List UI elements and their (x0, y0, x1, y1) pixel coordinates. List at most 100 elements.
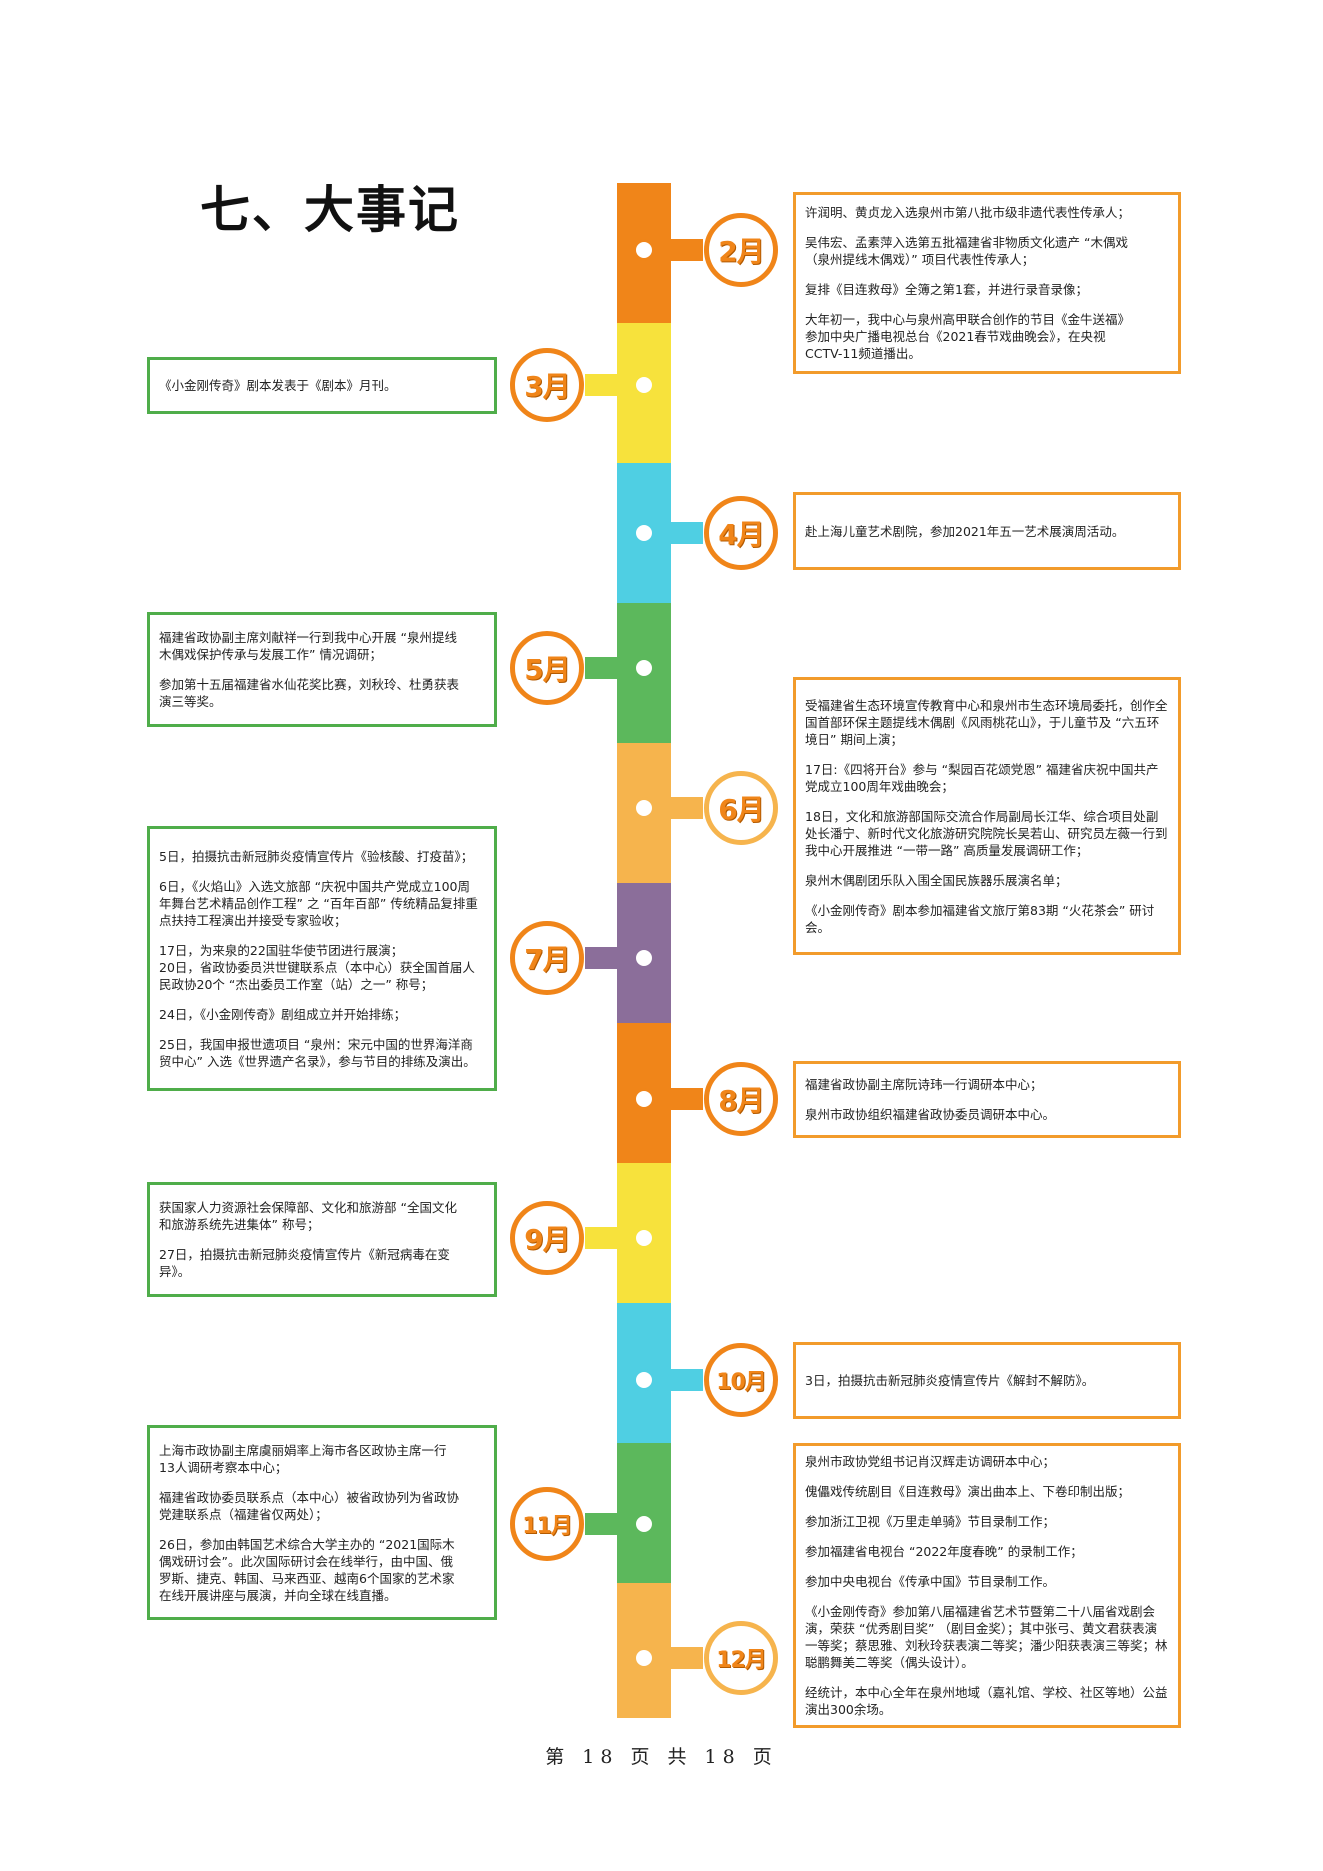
event-paragraph: 参加中央电视台《传承中国》节目录制工作。 (805, 1573, 1169, 1590)
page-title: 七、大事记 (200, 180, 460, 239)
event-text-line: 复排《目连救母》全簿之第1套，并进行录音录像； (805, 282, 1088, 297)
timeline-dot (633, 797, 655, 819)
event-text-line: 参加浙江卫视《万里走单骑》节目录制工作； (805, 1514, 1056, 1529)
event-paragraph: 泉州木偶剧团乐队入围全国民族器乐展演名单； (805, 872, 1169, 889)
event-text-line: 18日，文化和旅游部国际交流合作局副局长江华、综合项目处副 (805, 808, 1159, 824)
event-text-line: 演出300余场。 (805, 1702, 892, 1717)
timeline-connector (585, 1513, 655, 1535)
event-text-line: 会。 (805, 919, 831, 935)
connector-bar (644, 1647, 703, 1669)
event-paragraph: 复排《目连救母》全簿之第1套，并进行录音录像； (805, 281, 1169, 298)
event-text-line: 13人调研考察本中心； (159, 1459, 288, 1475)
event-card-2: 《小金刚传奇》剧本发表于《剧本》月刊。 (147, 357, 497, 414)
event-paragraph: 参加第十五届福建省水仙花奖比赛，刘秋玲、杜勇获表演三等奖。 (159, 676, 485, 710)
event-text-line: 大年初一，我中心与泉州高甲联合创作的节目《金牛送福》 (805, 312, 1131, 327)
event-text-line: 福建省政协委员联系点（本中心）被省政协列为省政协 (159, 1489, 460, 1505)
event-paragraph: 经统计，本中心全年在泉州地域（嘉礼馆、学校、社区等地）公益演出300余场。 (805, 1684, 1169, 1718)
event-paragraph: 吴伟宏、孟素萍入选第五批福建省非物质文化遗产 “木偶戏（泉州提线木偶戏）” 项目… (805, 234, 1169, 268)
connector-bar (644, 1088, 703, 1110)
connector-bar (585, 1227, 644, 1249)
event-text-line: 获国家人力资源社会保障部、文化和旅游部 “全国文化 (159, 1200, 457, 1215)
event-text-line: 一等奖；蔡思雅、刘秋玲获表演二等奖；潘少阳获表演三等奖；林 (805, 1638, 1168, 1653)
event-card-7: 福建省政协副主席阮诗玮一行调研本中心； 泉州市政协组织福建省政协委员调研本中心。 (793, 1061, 1181, 1138)
event-text-line: 我中心开展推进 “一带一路” 高质量发展调研工作； (805, 842, 1089, 858)
connector-bar (644, 1369, 703, 1391)
connector-bar (585, 657, 644, 679)
event-text-line: 赴上海儿童艺术剧院，参加2021年五一艺术展演周活动。 (805, 523, 1125, 539)
event-paragraph: 17日:《四将开台》参与 “梨园百花颂党恩” 福建省庆祝中国共产党成立100周年… (805, 761, 1169, 795)
timeline-dot (633, 1647, 655, 1669)
event-paragraph: 参加福建省电视台 “2022年度春晚” 的录制工作； (805, 1543, 1169, 1560)
event-paragraph: 17日，为来泉的22国驻华使节团进行展演；20日，省政协委员洪世键联系点（本中心… (159, 942, 485, 993)
event-text-line: 25日，我国申报世遗项目 “泉州：宋元中国的世界海洋商 (159, 1036, 473, 1052)
event-text-line: 3日，拍摄抗击新冠肺炎疫情宣传片《解封不解防》。 (805, 1373, 1095, 1388)
event-paragraph: 参加浙江卫视《万里走单骑》节目录制工作； (805, 1513, 1169, 1530)
timeline-dot (633, 657, 655, 679)
event-paragraph: 福建省政协委员联系点（本中心）被省政协列为省政协党建联系点（福建省仅两处）； (159, 1489, 485, 1523)
event-text-line: 处长潘宁、新时代文化旅游研究院院长吴若山、研究员左薇一行到 (805, 825, 1168, 841)
event-text-line: 贸中心” 入选《世界遗产名录》，参与节目的排练及演出。 (159, 1053, 476, 1069)
event-paragraph: 泉州市政协组织福建省政协委员调研本中心。 (805, 1106, 1169, 1123)
event-text-line: 17日:《四将开台》参与 “梨园百花颂党恩” 福建省庆祝中国共产 (805, 761, 1159, 777)
month-marker: 7月 (510, 921, 584, 995)
event-paragraph: 获国家人力资源社会保障部、文化和旅游部 “全国文化和旅游系统先进集体” 称号； (159, 1199, 485, 1233)
event-text-line: 在线开展讲座与展演，并向全球在线直播。 (159, 1587, 397, 1603)
event-card-6: 5日，拍摄抗击新冠肺炎疫情宣传片《验核酸、打疫苗》； 6日，《火焰山》入选文旅部 … (147, 826, 497, 1091)
timeline-dot (633, 374, 655, 396)
event-paragraph: 26日，参加由韩国艺术综合大学主办的 “2021国际木偶戏研讨会”。此次国际研讨… (159, 1536, 485, 1604)
event-text-line: 6日，《火焰山》入选文旅部 “庆祝中国共产党成立100周 (159, 878, 471, 894)
connector-bar (644, 522, 703, 544)
event-paragraph: 《小金刚传奇》剧本发表于《剧本》月刊。 (159, 377, 485, 394)
event-paragraph: 18日，文化和旅游部国际交流合作局副局长江华、综合项目处副处长潘宁、新时代文化旅… (805, 808, 1169, 859)
event-text-line: 党成立100周年戏曲晚会； (805, 778, 954, 794)
timeline-dot (633, 947, 655, 969)
event-text-line: 演，荣获 “优秀剧目奖” （剧目金奖）；其中张弓、黄文君获表演 (805, 1621, 1158, 1636)
event-paragraph: 5日，拍摄抗击新冠肺炎疫情宣传片《验核酸、打疫苗》； (159, 848, 485, 865)
event-text-line: 木偶戏保护传承与发展工作” 情况调研； (159, 647, 382, 662)
timeline-connector (585, 374, 655, 396)
page-footer: 第 18 页 共 18 页 (545, 1746, 778, 1768)
event-paragraph: 福建省政协副主席阮诗玮一行调研本中心； (805, 1076, 1169, 1093)
timeline-dot (633, 1227, 655, 1249)
connector-bar (585, 374, 644, 396)
event-paragraph: 27日，拍摄抗击新冠肺炎疫情宣传片《新冠病毒在变异》。 (159, 1246, 485, 1280)
month-marker: 8月 (704, 1062, 778, 1136)
event-text-line: 参加福建省电视台 “2022年度春晚” 的录制工作； (805, 1544, 1083, 1559)
event-text-line: CCTV-11频道播出。 (805, 346, 921, 361)
connector-bar (644, 797, 703, 819)
event-text-line: 党建联系点（福建省仅两处）； (159, 1506, 328, 1522)
event-text-line: 20日，省政协委员洪世键联系点（本中心）获全国首届人 (159, 959, 475, 975)
event-paragraph: 傀儡戏传统剧目《目连救母》演出曲本上、下卷印制出版； (805, 1483, 1169, 1500)
event-text-line: 17日，为来泉的22国驻华使节团进行展演； (159, 942, 404, 958)
event-card-5: 受福建省生态环境宣传教育中心和泉州市生态环境局委托，创作全国首部环保主题提线木偶… (793, 677, 1181, 955)
event-text-line: 参加第十五届福建省水仙花奖比赛，刘秋玲、杜勇获表 (159, 677, 460, 692)
event-paragraph: 受福建省生态环境宣传教育中心和泉州市生态环境局委托，创作全国首部环保主题提线木偶… (805, 697, 1169, 748)
event-text-line: 泉州木偶剧团乐队入围全国民族器乐展演名单； (805, 872, 1068, 888)
timeline-dot (633, 239, 655, 261)
event-paragraph: 许润明、黄贞龙入选泉州市第八批市级非遗代表性传承人； (805, 204, 1169, 221)
event-text-line: 5日，拍摄抗击新冠肺炎疫情宣传片《验核酸、打疫苗》； (159, 848, 474, 864)
event-paragraph: 24日，《小金刚传奇》剧组成立并开始排练； (159, 1006, 485, 1023)
event-text-line: 26日，参加由韩国艺术综合大学主办的 “2021国际木 (159, 1536, 455, 1552)
event-text-line: 许润明、黄贞龙入选泉州市第八批市级非遗代表性传承人； (805, 205, 1131, 220)
timeline-connector (633, 1647, 703, 1669)
event-text-line: 境日” 期间上演； (805, 731, 903, 747)
timeline-dot (633, 1369, 655, 1391)
event-text-line: 上海市政协副主席虞丽娟率上海市各区政协主席一行 (159, 1442, 447, 1458)
month-marker: 12月 (704, 1621, 778, 1695)
event-text-line: 受福建省生态环境宣传教育中心和泉州市生态环境局委托，创作全 (805, 697, 1168, 713)
event-text-line: 泉州市政协组织福建省政协委员调研本中心。 (805, 1107, 1056, 1122)
timeline-connector (633, 1088, 703, 1110)
timeline-connector (633, 797, 703, 819)
event-text-line: 演三等奖。 (159, 694, 222, 709)
event-card-9: 3日，拍摄抗击新冠肺炎疫情宣传片《解封不解防》。 (793, 1342, 1181, 1419)
connector-bar (585, 1513, 644, 1535)
month-marker: 2月 (704, 213, 778, 287)
month-marker: 4月 (704, 496, 778, 570)
event-card-11: 泉州市政协党组书记肖汉辉走访调研本中心； 傀儡戏传统剧目《目连救母》演出曲本上、下… (793, 1443, 1181, 1728)
event-text-line: 泉州市政协党组书记肖汉辉走访调研本中心； (805, 1454, 1056, 1469)
event-card-8: 获国家人力资源社会保障部、文化和旅游部 “全国文化和旅游系统先进集体” 称号； 2… (147, 1182, 497, 1297)
